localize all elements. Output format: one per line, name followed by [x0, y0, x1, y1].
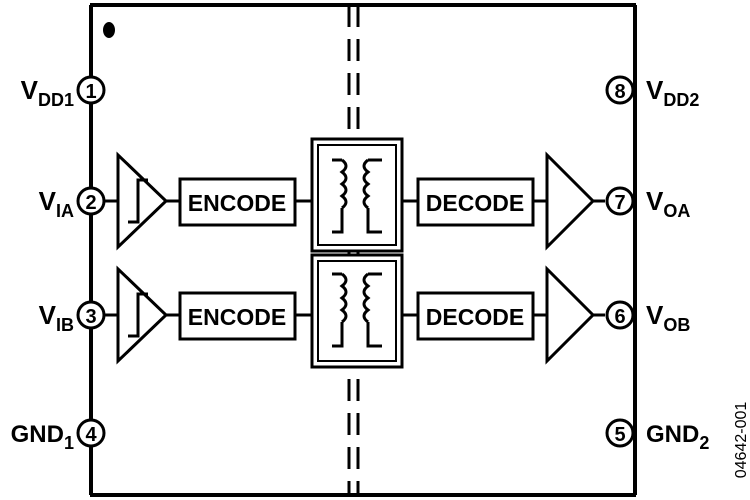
decoder-block-a: DECODE	[416, 177, 535, 227]
pin-7-label: VOA	[646, 186, 690, 221]
pin-7-number: 7	[614, 192, 625, 214]
encoder-block-a: ENCODE	[178, 177, 297, 227]
pin-2-label: VIA	[39, 186, 74, 221]
pin-3-number: 3	[85, 306, 96, 328]
pin-3-label: VIB	[39, 300, 74, 335]
decoder-label-a: DECODE	[426, 190, 524, 216]
pin-8-label: VDD2	[646, 75, 699, 110]
pin-1-number: 1	[85, 81, 96, 103]
pin-4-label: GND1	[11, 421, 74, 453]
pin-7: 7 VOA	[605, 186, 690, 221]
decoder-block-b: DECODE	[416, 291, 535, 341]
pin-5: 5 GND2	[605, 418, 709, 453]
encoder-label-a: ENCODE	[188, 190, 286, 216]
input-buffer-b	[116, 265, 169, 365]
pin-3: 3 VIB	[39, 300, 106, 335]
decoder-label-b: DECODE	[426, 304, 524, 330]
channel-a: ENCODE DECODE	[103, 137, 605, 253]
pin-5-label: GND2	[646, 421, 709, 453]
encoder-label-b: ENCODE	[188, 304, 286, 330]
pin1-marker-dot	[103, 22, 115, 38]
pin-2-number: 2	[85, 192, 96, 214]
input-buffer-a	[116, 151, 169, 251]
pin-2: 2 VIA	[39, 186, 106, 221]
output-buffer-b	[545, 265, 596, 365]
output-buffer-a	[545, 151, 596, 251]
pin-5-number: 5	[614, 424, 625, 446]
pin-4-number: 4	[85, 424, 97, 446]
pin-8: 8 VDD2	[605, 75, 699, 110]
encoder-block-b: ENCODE	[178, 291, 297, 341]
pin-1: 1 VDD1	[21, 75, 106, 110]
pin-6: 6 VOB	[605, 300, 690, 335]
pin-8-number: 8	[614, 81, 625, 103]
pin-6-label: VOB	[646, 300, 690, 335]
channel-b: ENCODE DECODE	[103, 253, 605, 369]
pin-4: 4 GND1	[11, 418, 106, 453]
pin-6-number: 6	[614, 306, 625, 328]
transformer-b	[310, 253, 404, 369]
transformer-a	[310, 137, 404, 253]
pin-1-label: VDD1	[21, 75, 74, 110]
figure-id: 04642-001	[733, 402, 750, 479]
